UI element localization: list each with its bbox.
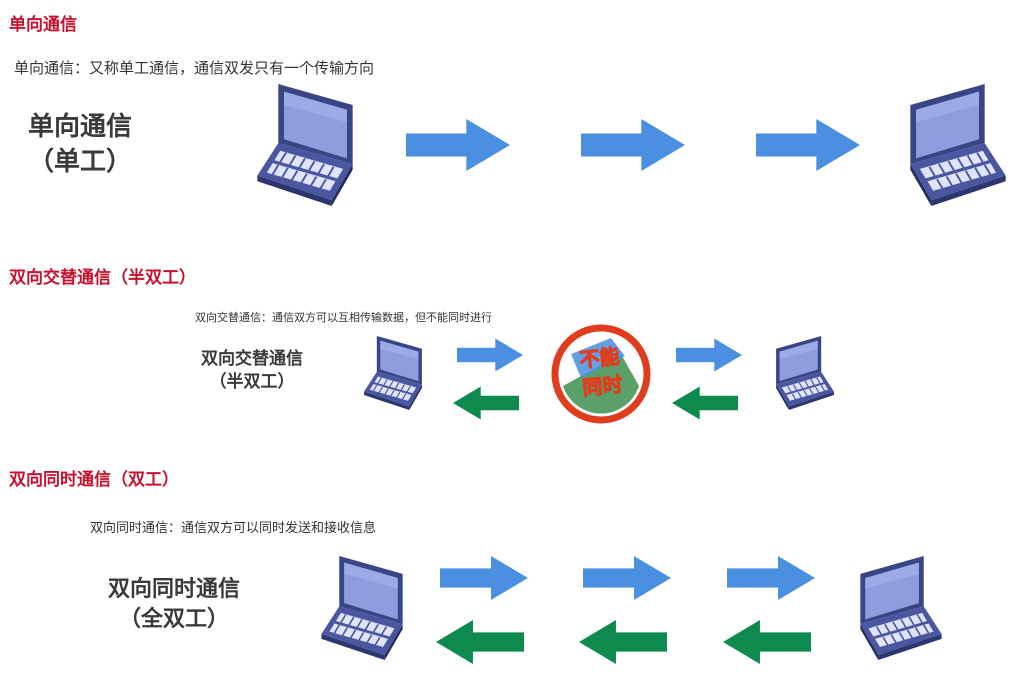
- laptop-icon: [363, 335, 423, 411]
- left-arrow-icon: [453, 386, 519, 420]
- laptop-icon: [320, 555, 404, 661]
- laptop-icon: [256, 83, 354, 207]
- description-half-duplex: 双向交替通信：通信双方可以互相传输数据，但不能同时进行: [195, 311, 492, 324]
- left-arrow-icon: [436, 620, 524, 664]
- section-heading-full-duplex: 双向同时通信（双工）: [9, 470, 179, 490]
- laptop-icon: [855, 556, 947, 660]
- right-arrow-icon: [583, 556, 671, 600]
- label-half-duplex: 双向交替通信 （半双工）: [190, 348, 314, 394]
- section-heading-simplex: 单向通信: [9, 15, 77, 35]
- left-arrow-icon: [672, 386, 738, 420]
- label-half-duplex-line2: （半双工）: [209, 371, 295, 392]
- label-simplex-line1: 单向通信: [27, 112, 132, 142]
- left-arrow-icon: [723, 620, 811, 664]
- right-arrow-icon: [756, 119, 860, 171]
- right-arrow-icon: [457, 338, 523, 372]
- description-full-duplex: 双向同时通信：通信双方可以同时发送和接收信息: [90, 521, 377, 536]
- label-full-duplex: 双向同时通信 （全双工）: [94, 575, 254, 634]
- laptop-icon: [905, 84, 1011, 206]
- right-arrow-icon: [440, 556, 528, 600]
- label-full-duplex-line2: （全双工）: [118, 606, 229, 632]
- label-simplex-line2: （单工）: [27, 147, 132, 178]
- right-arrow-icon: [406, 119, 510, 171]
- section-heading-half-duplex: 双向交替通信（半双工）: [9, 268, 196, 288]
- prohibition-badge-icon: 不能 同时: [551, 324, 651, 424]
- right-arrow-icon: [727, 556, 815, 600]
- label-simplex: 单向通信 （单工）: [10, 110, 150, 180]
- label-full-duplex-line1: 双向同时通信: [107, 577, 240, 602]
- label-half-duplex-line1: 双向交替通信: [201, 349, 303, 369]
- right-arrow-icon: [676, 338, 742, 372]
- laptop-icon: [770, 336, 840, 410]
- left-arrow-icon: [579, 620, 667, 664]
- description-simplex: 单向通信：又称单工通信，通信双发只有一个传输方向: [14, 59, 375, 77]
- right-arrow-icon: [581, 119, 685, 171]
